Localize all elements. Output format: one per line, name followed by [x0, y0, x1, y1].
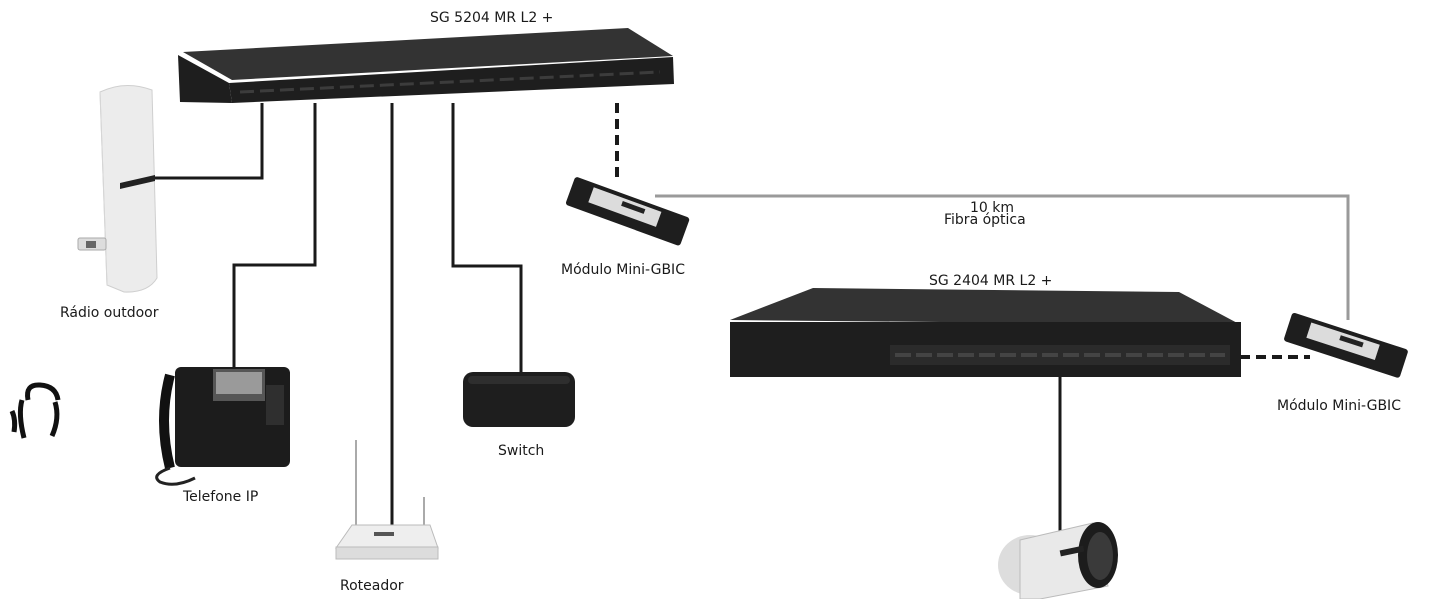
cable-to-switch	[453, 103, 521, 372]
main-switch-label: SG 5204 MR L2 +	[430, 10, 553, 26]
cable-to-radio	[152, 103, 262, 178]
router-icon	[336, 440, 438, 559]
cable-to-phone	[234, 103, 315, 367]
small-switch-icon	[463, 372, 575, 427]
fiber-medium-label: Fibra óptica	[944, 212, 1026, 228]
gbic-module-left-icon	[565, 176, 690, 246]
main-switch	[178, 28, 674, 103]
router-label: Roteador	[340, 578, 404, 594]
secondary-switch	[730, 288, 1241, 377]
ip-phone-icon	[157, 367, 290, 484]
cable-coil-icon	[12, 385, 58, 438]
gbic-module-right-icon	[1283, 312, 1408, 378]
gbic-left-label: Módulo Mini-GBIC	[561, 262, 685, 278]
secondary-switch-label: SG 2404 MR L2 +	[929, 273, 1052, 289]
phone-label: Telefone IP	[183, 489, 258, 505]
outdoor-radio-icon	[78, 85, 157, 292]
gbic-right-label: Módulo Mini-GBIC	[1277, 398, 1401, 414]
radio-label: Rádio outdoor	[60, 305, 159, 321]
small-switch-label: Switch	[498, 443, 544, 459]
camera-icon	[998, 522, 1118, 599]
